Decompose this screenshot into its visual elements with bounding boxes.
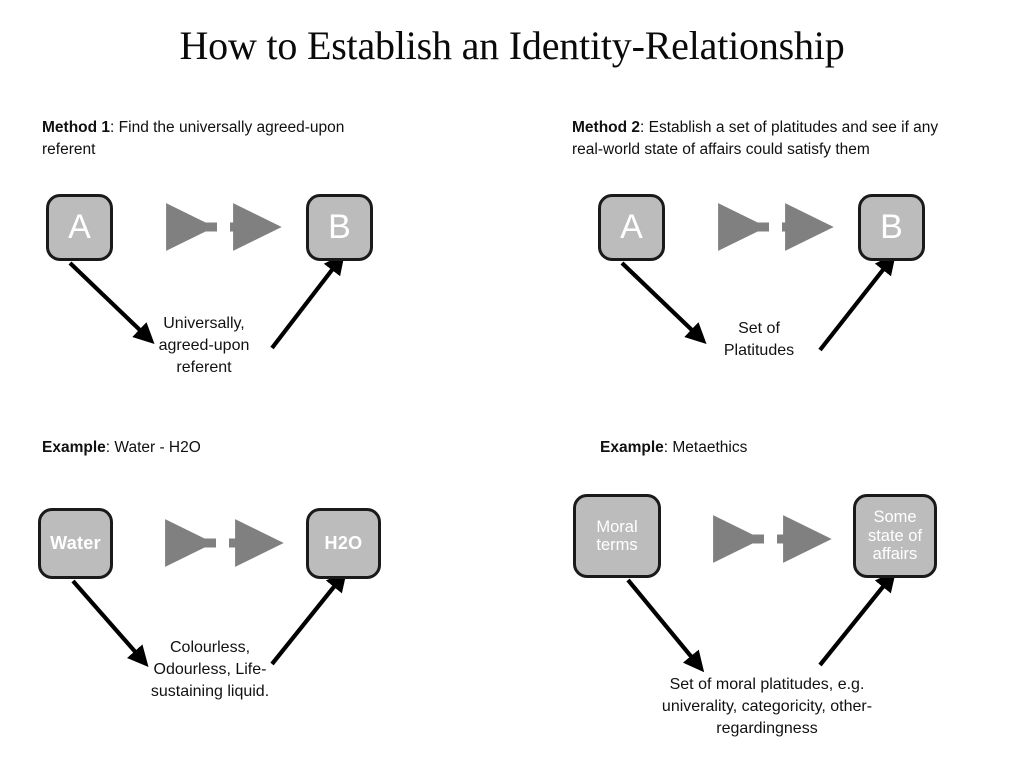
caption-line: Odourless, Life- xyxy=(153,661,267,678)
caption-example-1: Colourless, Odourless, Life- sustaining … xyxy=(143,637,277,703)
node-label: A xyxy=(620,208,643,247)
caption-line: Platitudes xyxy=(723,342,795,359)
solid-arrow-method-1-right xyxy=(270,253,345,350)
method-1-description: Find the universally agreed-upon referen… xyxy=(42,119,345,158)
example-2-separator: : xyxy=(663,439,673,456)
method-1-heading: Method 1: Find the universally agreed-up… xyxy=(42,117,372,161)
example-1-heading: Example: Water - H2O xyxy=(42,437,422,459)
node-label: B xyxy=(880,208,903,247)
solid-arrow-example-1-left xyxy=(71,579,149,667)
solid-arrow-example-1-right xyxy=(270,570,347,666)
caption-line: Set of xyxy=(738,320,780,337)
caption-line: univerality, categoricity, other- xyxy=(661,698,873,715)
caption-example-2: Set of moral platitudes, e.g. univeralit… xyxy=(635,674,899,740)
node-box-method-1-right[interactable]: B xyxy=(306,194,373,261)
example-2-heading: Example: Metaethics xyxy=(600,437,980,459)
node-label: A xyxy=(68,208,91,247)
node-box-example-1-left[interactable]: Water xyxy=(38,508,113,579)
node-label-line: terms xyxy=(596,536,638,554)
example-1-separator: : xyxy=(105,439,115,456)
method-2-heading: Method 2: Establish a set of platitudes … xyxy=(572,117,972,161)
method-2-description: Establish a set of platitudes and see if… xyxy=(572,119,939,158)
caption-method-2: Set of Platitudes xyxy=(700,318,818,362)
method-1-separator: : xyxy=(110,119,119,136)
caption-method-1: Universally, agreed-upon referent xyxy=(140,313,268,379)
caption-line: Colourless, xyxy=(169,639,251,656)
node-label-line: state of xyxy=(867,526,923,545)
node-box-example-2-left[interactable]: Moral terms xyxy=(573,494,661,578)
method-1-label: Method 1 xyxy=(42,119,111,136)
example-1-label: Example xyxy=(42,439,106,456)
example-1-description: Water - H2O xyxy=(114,439,201,456)
node-box-method-2-right[interactable]: B xyxy=(858,194,925,261)
method-2-separator: : xyxy=(640,119,649,136)
solid-arrow-method-2-right xyxy=(818,253,896,352)
caption-line: Universally, xyxy=(163,315,245,332)
node-label-line: Moral xyxy=(596,517,638,536)
solid-arrow-example-2-right xyxy=(818,570,897,667)
node-box-example-2-right[interactable]: Some state of affairs xyxy=(853,494,937,578)
node-label: Moral terms xyxy=(590,518,643,555)
solid-arrow-example-2-left xyxy=(626,578,705,673)
node-label-line: Some xyxy=(873,508,917,527)
caption-line: referent xyxy=(176,359,232,376)
node-box-method-1-left[interactable]: A xyxy=(46,194,113,261)
node-label: Some state of affairs xyxy=(862,508,928,563)
method-2-label: Method 2 xyxy=(572,119,641,136)
node-label: B xyxy=(328,208,351,247)
node-box-example-1-right[interactable]: H2O xyxy=(306,508,381,579)
caption-line: agreed-upon xyxy=(158,337,250,354)
example-2-label: Example xyxy=(600,439,664,456)
caption-line: Set of moral platitudes, e.g. xyxy=(669,676,865,693)
node-box-method-2-left[interactable]: A xyxy=(598,194,665,261)
node-label: Water xyxy=(50,533,101,554)
example-2-description: Metaethics xyxy=(672,439,748,456)
caption-line: regardingness xyxy=(716,720,818,737)
node-label-line: affairs xyxy=(872,545,918,564)
caption-line: sustaining liquid. xyxy=(150,683,270,700)
page-title: How to Establish an Identity-Relationshi… xyxy=(179,23,845,68)
node-label: H2O xyxy=(324,533,363,554)
solid-arrow-method-2-left xyxy=(620,261,707,345)
solid-arrow-method-1-left xyxy=(68,261,155,345)
